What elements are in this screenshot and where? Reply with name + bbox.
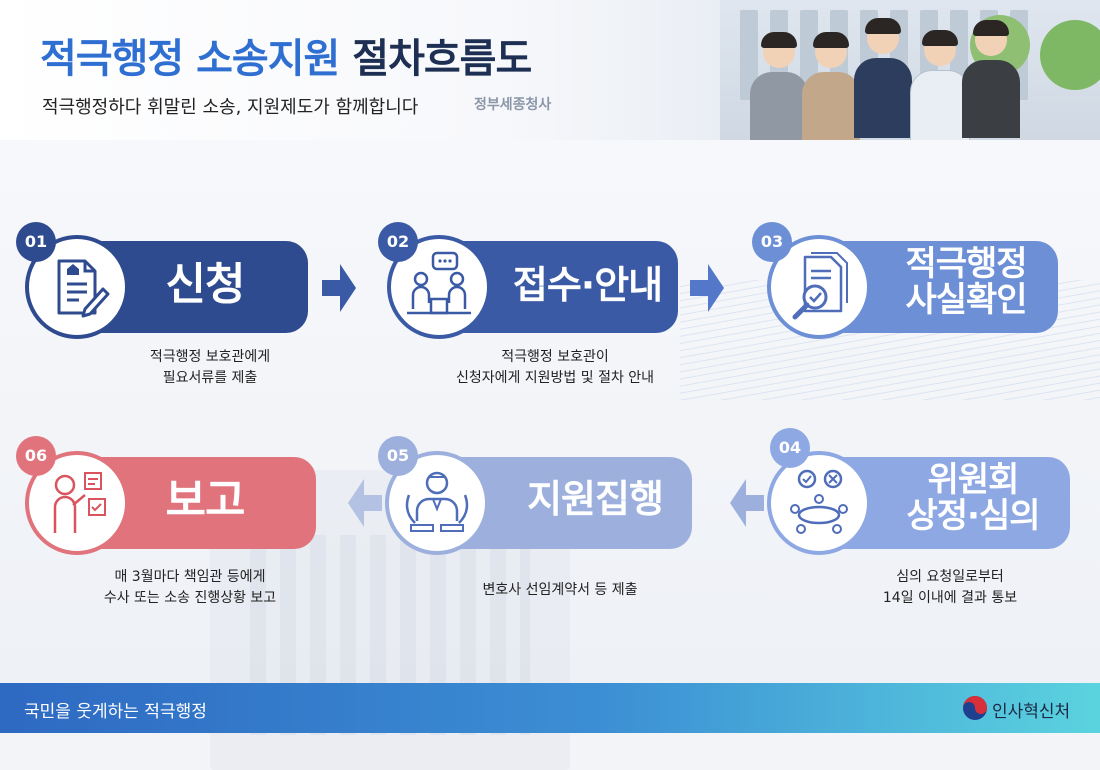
person-2	[802, 32, 860, 140]
step-04-icon-circle	[767, 451, 871, 555]
step-03-title: 적극행정 사실확인	[878, 244, 1054, 320]
footer-slogan: 국민을 웃게하는 적극행정	[24, 702, 207, 722]
lawyer-icon	[405, 471, 469, 532]
step-04-desc-line-2: 14일 이내에 결과 통보	[882, 590, 1018, 606]
step-06-desc: 매 3월마다 책임관 등에게 수사 또는 소송 진행상황 보고	[70, 567, 310, 609]
arrow-right-icon	[690, 264, 724, 312]
step-04-title: 위원회 상정·심의	[878, 460, 1068, 536]
consultation-icon	[407, 251, 471, 315]
officials-illustration	[750, 18, 1050, 140]
step-01-desc-line-1: 적극행정 보호관에게	[149, 349, 271, 365]
title-part-1: 적극행정 소송지원	[40, 36, 340, 82]
step-02-desc: 적극행정 보호관이 신청자에게 지원방법 및 절차 안내	[420, 347, 690, 389]
step-04-title-line-1: 위원회	[927, 460, 1020, 500]
step-05-desc: 변호사 선임계약서 등 제출	[440, 580, 680, 601]
step-06-desc-line-1: 매 3월마다 책임관 등에게	[114, 569, 266, 585]
step-02-desc-line-1: 적극행정 보호관이	[501, 349, 609, 365]
step-03-title-line-1: 적극행정	[905, 244, 1027, 284]
step-04-number: 04	[770, 428, 810, 468]
step-01-number: 01	[16, 222, 56, 262]
arrow-left-icon	[730, 479, 764, 527]
page-subtitle: 적극행정하다 휘말린 소송, 지원제도가 함께합니다	[42, 97, 419, 118]
step-01-title: 신청	[165, 259, 246, 310]
page-title: 적극행정 소송지원 절차흐름도	[40, 26, 532, 84]
step-03-title-line-2: 사실확인	[905, 279, 1027, 320]
arrow-right-icon	[322, 264, 356, 312]
step-03-icon-circle	[767, 235, 871, 339]
document-magnifier-icon	[792, 252, 848, 320]
step-01-desc: 적극행정 보호관에게 필요서류를 제출	[100, 347, 320, 389]
step-05-desc-line-1: 변호사 선임계약서 등 제출	[482, 582, 638, 598]
step-04-desc-line-1: 심의 요청일로부터	[896, 569, 1004, 585]
step-06-number: 06	[16, 436, 56, 476]
step-02-number: 02	[378, 222, 418, 262]
content-area	[0, 140, 1100, 770]
step-03-number: 03	[752, 222, 792, 262]
step-06-desc-line-2: 수사 또는 소송 진행상황 보고	[103, 590, 277, 606]
title-part-2: 절차흐름도	[352, 36, 532, 82]
committee-icon	[790, 469, 848, 534]
step-02-icon-circle	[387, 235, 491, 339]
footer: 국민을 웃게하는 적극행정 인사혁신처	[0, 683, 1100, 733]
step-06-title: 보고	[165, 475, 246, 526]
building-sign-text: 정부세종청사	[474, 97, 552, 113]
step-01-desc-line-2: 필요서류를 제출	[162, 370, 258, 386]
taegeuk-icon	[963, 696, 987, 720]
person-5	[962, 20, 1020, 138]
step-05-title: 지원집행	[527, 477, 664, 521]
person-1	[750, 32, 808, 140]
step-04-desc: 심의 요청일로부터 14일 이내에 결과 통보	[840, 567, 1060, 609]
step-05-number: 05	[378, 436, 418, 476]
person-3	[854, 18, 912, 138]
ministry-name: 인사혁신처	[992, 702, 1071, 722]
document-pen-icon	[57, 259, 110, 318]
report-person-icon	[53, 472, 106, 533]
arrow-left-icon	[348, 479, 382, 527]
step-02-desc-line-2: 신청자에게 지원방법 및 절차 안내	[455, 370, 655, 386]
step-02-title: 접수·안내	[512, 263, 663, 307]
person-4	[910, 30, 970, 140]
header: 적극행정 소송지원 절차흐름도 적극행정하다 휘말린 소송, 지원제도가 함께합…	[0, 0, 1100, 140]
step-04-title-line-2: 상정·심의	[906, 495, 1040, 536]
